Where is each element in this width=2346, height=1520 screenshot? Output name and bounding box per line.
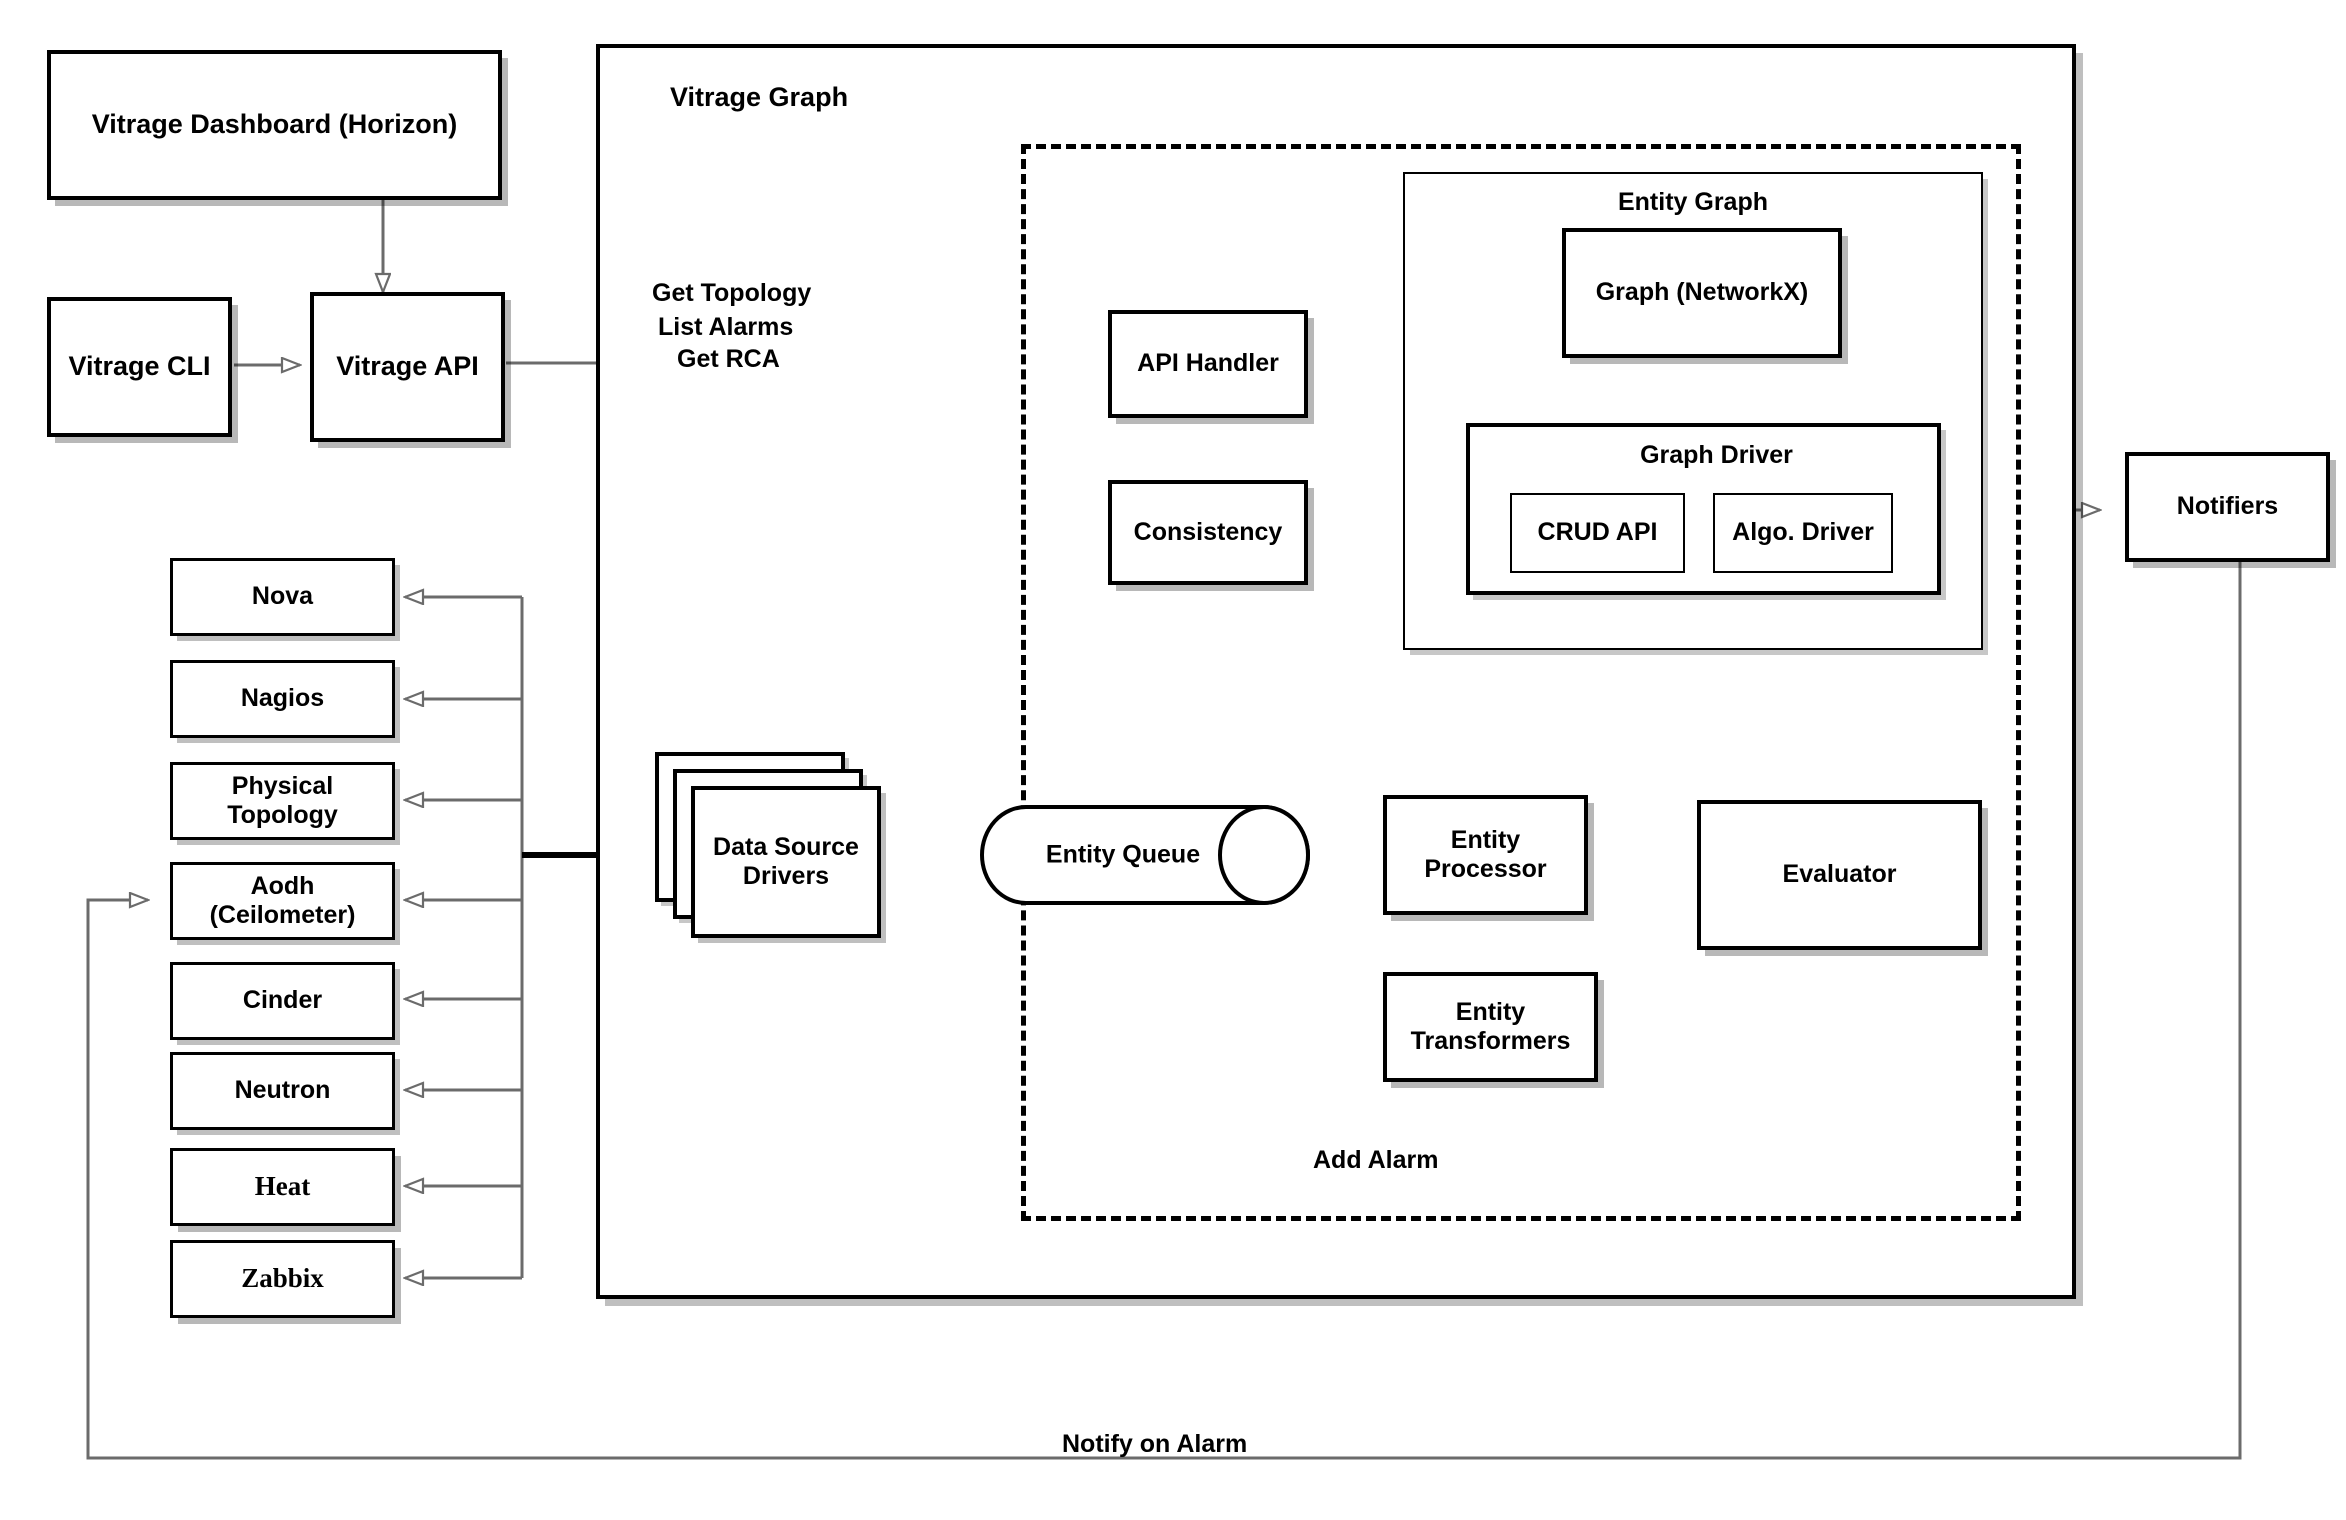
- entity-graph-label: Entity Graph: [1617, 188, 1768, 216]
- node-crud-api[interactable]: CRUD API: [1510, 493, 1685, 573]
- node-consistency[interactable]: Consistency: [1108, 480, 1308, 585]
- node-api-handler[interactable]: API Handler: [1108, 310, 1308, 418]
- node-graph-networkx[interactable]: Graph (NetworkX): [1562, 228, 1842, 358]
- datasource-aodh[interactable]: Aodh (Ceilometer): [170, 862, 395, 940]
- stack-sheet-front: Data Source Drivers: [691, 786, 881, 938]
- node-vitrage-api[interactable]: Vitrage API: [310, 292, 505, 442]
- datasource-label-line1: Physical: [231, 771, 334, 800]
- vitrage-graph-core-dashed-frame: [1021, 144, 2021, 1221]
- entity-transformers-label-line2: Transformers: [1410, 1027, 1571, 1055]
- entity-queue-label: Entity Queue: [1045, 840, 1201, 869]
- label-get-rca: Get RCA: [677, 345, 780, 373]
- entity-transformers-label-line1: Entity: [1455, 997, 1526, 1026]
- datasource-physical-topology[interactable]: Physical Topology: [170, 762, 395, 840]
- node-entity-queue[interactable]: Entity Queue: [980, 805, 1310, 905]
- data-source-drivers-label-line2: Drivers: [742, 862, 830, 890]
- datasource-zabbix[interactable]: Zabbix: [170, 1240, 395, 1318]
- datasource-cinder[interactable]: Cinder: [170, 962, 395, 1040]
- datasource-neutron[interactable]: Neutron: [170, 1052, 395, 1130]
- entity-queue-shape: [980, 805, 1310, 905]
- node-entity-processor[interactable]: Entity Processor: [1383, 795, 1588, 915]
- datasource-heat[interactable]: Heat: [170, 1148, 395, 1226]
- datasource-label-line2: (Ceilometer): [209, 901, 356, 929]
- label-list-alarms: List Alarms: [658, 313, 794, 341]
- label-get-topology: Get Topology: [652, 279, 812, 307]
- datasource-label-line2: Topology: [227, 801, 338, 829]
- node-evaluator[interactable]: Evaluator: [1697, 800, 1982, 950]
- graph-driver-label: Graph Driver: [1640, 441, 1793, 469]
- entity-processor-label-line1: Entity: [1450, 825, 1521, 854]
- node-notifiers[interactable]: Notifiers: [2125, 452, 2330, 562]
- node-data-source-drivers[interactable]: Data Source Drivers: [655, 752, 885, 942]
- entity-processor-label-line2: Processor: [1424, 855, 1547, 883]
- node-vitrage-dashboard[interactable]: Vitrage Dashboard (Horizon): [47, 50, 502, 200]
- datasource-nova[interactable]: Nova: [170, 558, 395, 636]
- datasource-nagios[interactable]: Nagios: [170, 660, 395, 738]
- vitrage-graph-title: Vitrage Graph: [670, 82, 849, 112]
- label-notify-on-alarm: Notify on Alarm: [1062, 1430, 1248, 1458]
- datasource-label-line1: Aodh: [250, 871, 315, 900]
- node-entity-transformers[interactable]: Entity Transformers: [1383, 972, 1598, 1082]
- data-source-drivers-label-line1: Data Source: [713, 833, 859, 861]
- label-add-alarm: Add Alarm: [1313, 1146, 1439, 1174]
- node-vitrage-cli[interactable]: Vitrage CLI: [47, 297, 232, 437]
- node-algo-driver[interactable]: Algo. Driver: [1713, 493, 1893, 573]
